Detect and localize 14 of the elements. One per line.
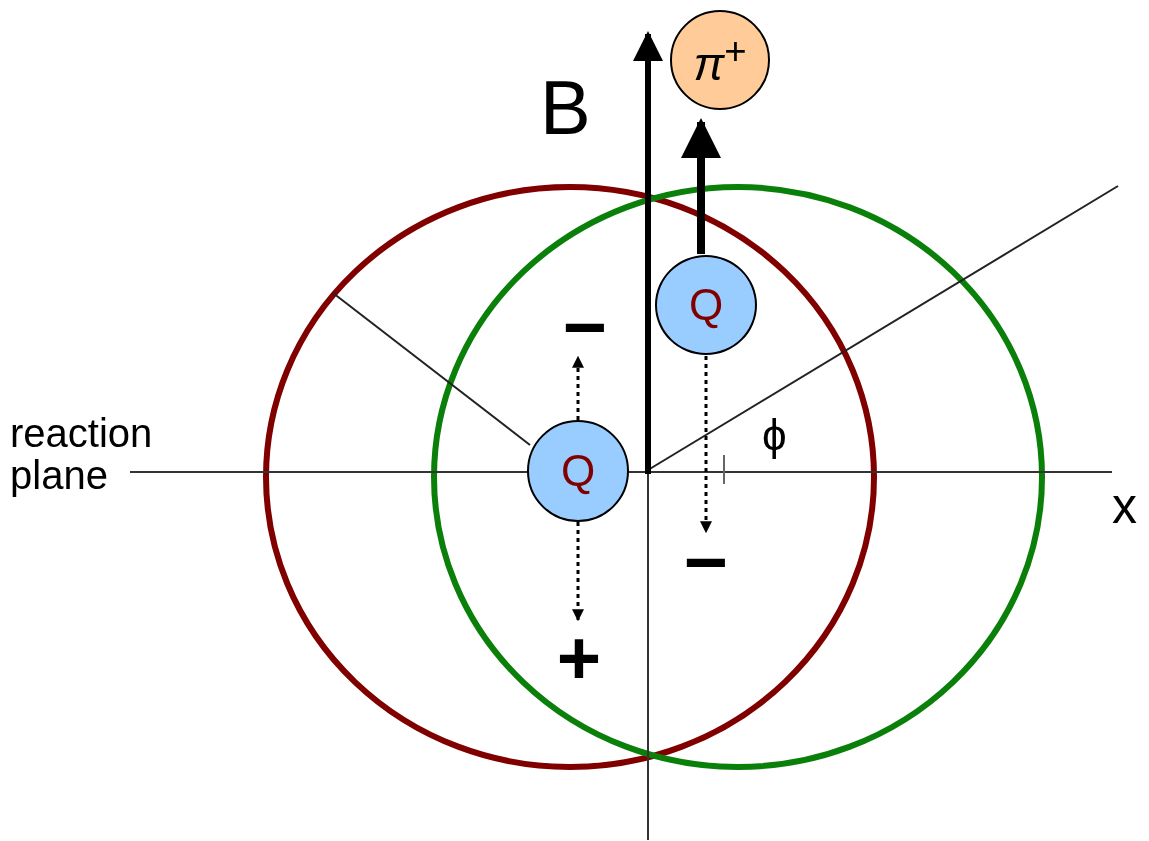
charge-sign: − (683, 524, 729, 600)
angle-label: ϕ (762, 412, 787, 459)
particle-symbol: π$^{+}$ (693, 32, 747, 88)
field-label: B (540, 68, 591, 148)
arrow (700, 356, 712, 534)
axis-label: reaction plane (10, 412, 154, 496)
particle-symbol: Q (688, 283, 724, 327)
charge-sign: − (562, 289, 608, 365)
charge-sign: + (556, 620, 602, 696)
particle-symbol: Q (560, 449, 596, 493)
arrow (681, 117, 721, 254)
arrow (572, 522, 584, 622)
arrow (572, 355, 584, 420)
axis-label: x (1112, 480, 1137, 533)
